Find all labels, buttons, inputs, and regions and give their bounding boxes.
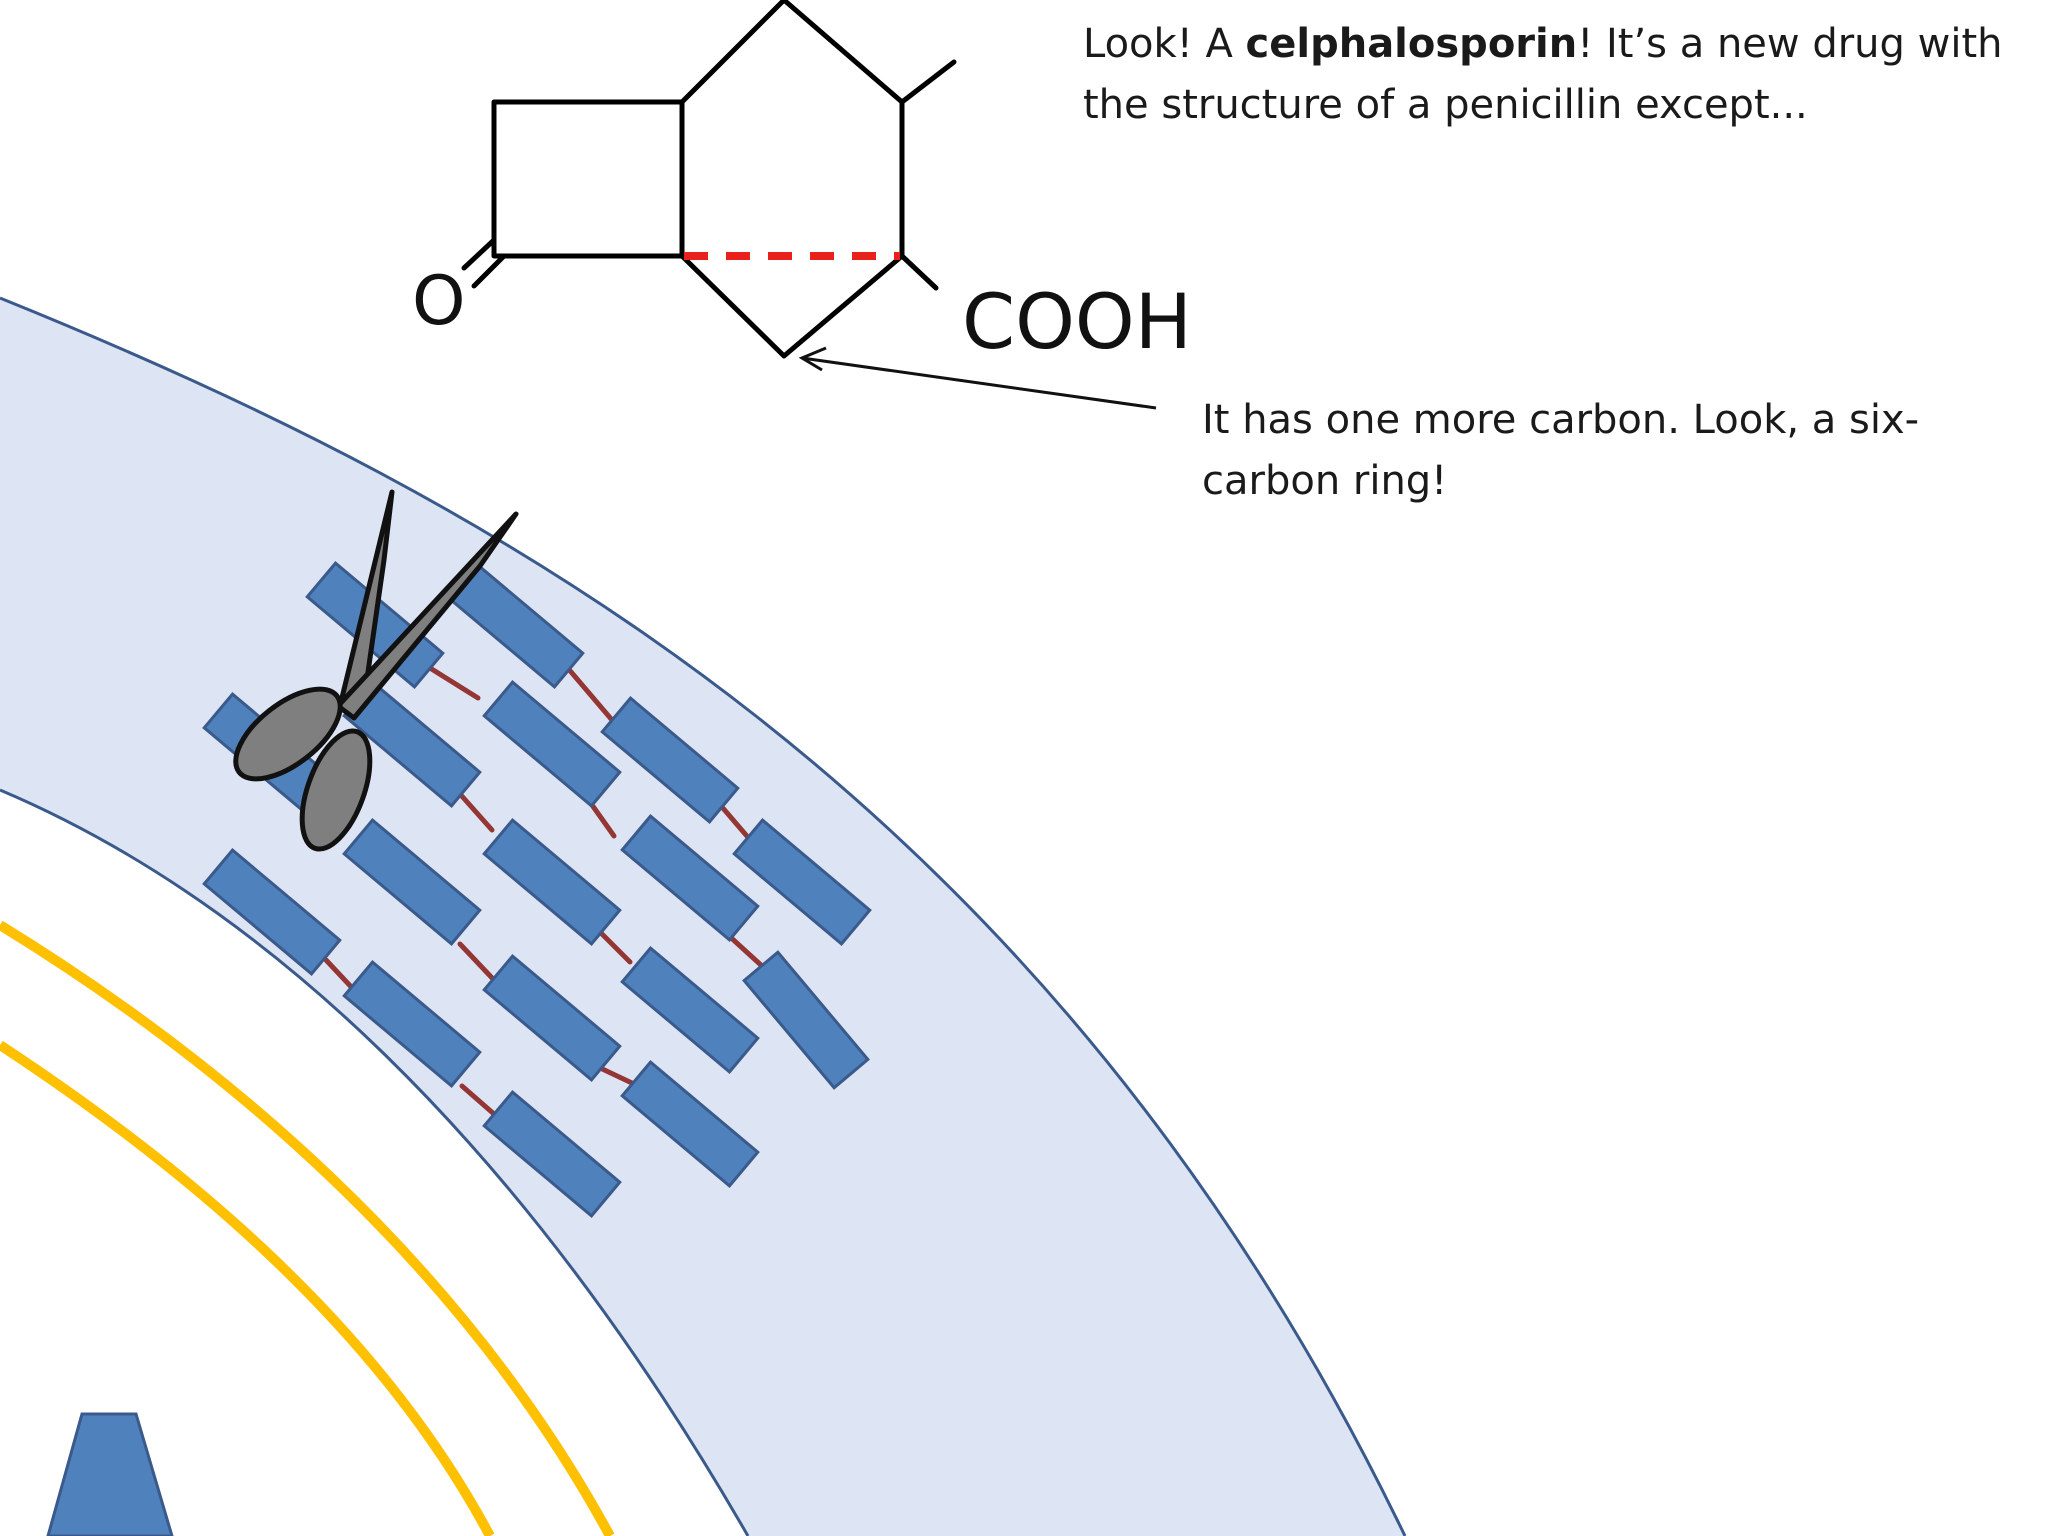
intro-caption: Look! A celphalosporin! It’s a new drug … bbox=[1083, 14, 2033, 136]
crosslink bbox=[427, 665, 481, 701]
oxygen-label: O bbox=[412, 262, 466, 341]
six-ring-top bbox=[679, 0, 905, 259]
crosslink bbox=[563, 663, 615, 723]
crosslink bbox=[457, 791, 495, 833]
scissors-handle-left bbox=[233, 686, 343, 782]
peptidoglycan-block bbox=[202, 848, 342, 976]
peptidoglycan-block bbox=[600, 696, 740, 824]
drug-name-bold: celphalosporin bbox=[1245, 21, 1578, 67]
crosslink bbox=[457, 941, 497, 983]
beta-lactam-ring bbox=[491, 99, 685, 259]
outer-membrane-line bbox=[0, 920, 615, 1536]
peptidoglycan-block bbox=[482, 818, 622, 946]
peptidoglycan-block bbox=[482, 680, 622, 808]
carboxyl-label: COOH bbox=[962, 277, 1192, 366]
cephalosporin-structure bbox=[461, 0, 957, 359]
scissors-handle-right bbox=[299, 728, 373, 852]
peptidoglycan-block bbox=[482, 1090, 622, 1218]
scissors-icon bbox=[233, 489, 519, 852]
crosslinks bbox=[323, 663, 765, 1117]
cell-wall-outer-edge bbox=[0, 296, 1407, 1536]
peptidoglycan-block bbox=[482, 954, 622, 1082]
inner-membrane-line bbox=[0, 1040, 495, 1536]
peptidoglycan-block bbox=[742, 950, 870, 1090]
carbonyl-bond bbox=[471, 253, 507, 289]
peptidoglycan-block bbox=[620, 814, 760, 942]
ring-note-line-2: carbon ring! bbox=[1202, 458, 1448, 504]
callout-arrow-line bbox=[801, 356, 1157, 410]
crosslink bbox=[459, 1083, 497, 1117]
ring-note-caption: It has one more carbon. Look, a six- car… bbox=[1202, 390, 2002, 512]
intro-caption-line-1: Look! A celphalosporin! It’s a new drug … bbox=[1083, 14, 2033, 75]
intro-caption-prefix: Look! A bbox=[1083, 21, 1246, 67]
carboxyl-bond bbox=[899, 253, 939, 291]
carbonyl-bond bbox=[461, 237, 497, 271]
peptidoglycan-block bbox=[342, 960, 482, 1088]
peptidoglycan-block bbox=[342, 818, 482, 946]
methyl-bond bbox=[899, 59, 957, 105]
peptidoglycan-block bbox=[620, 946, 760, 1074]
cell-wall-inner-edge bbox=[0, 788, 750, 1536]
peptidoglycan-block bbox=[732, 818, 872, 946]
scissors-blade-right bbox=[335, 511, 519, 721]
six-ring-bottom bbox=[679, 253, 905, 359]
ring-note-line-1: It has one more carbon. Look, a six- bbox=[1202, 397, 1920, 443]
intro-caption-suffix: ! It’s a new drug with bbox=[1577, 21, 2003, 67]
callout-arrowhead bbox=[798, 346, 827, 372]
intro-caption-line-2: the structure of a penicillin except... bbox=[1083, 82, 1808, 128]
membrane-protein bbox=[46, 1412, 174, 1536]
peptidoglycan-block bbox=[620, 1060, 760, 1188]
